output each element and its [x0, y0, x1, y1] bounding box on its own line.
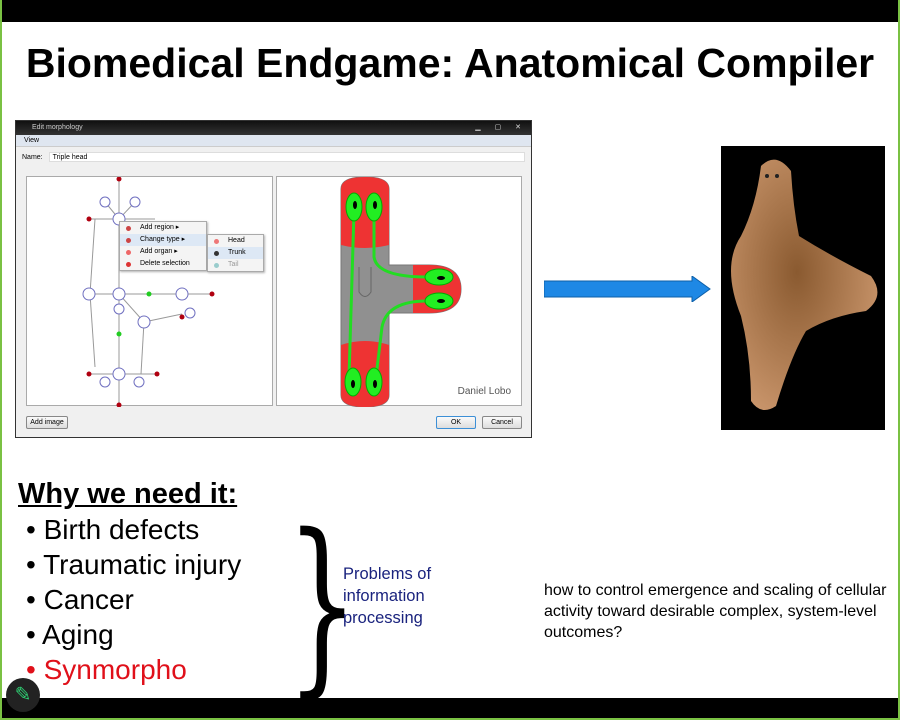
menu-label: Add region: [140, 224, 174, 231]
window-controls[interactable]: ▁ ▢ ✕: [475, 124, 527, 131]
planarian-image: [731, 159, 878, 410]
menu-item-add-region[interactable]: Add region ▸: [120, 222, 206, 234]
window-titlebar: Edit morphology ▁ ▢ ✕: [16, 121, 531, 135]
morphology-graph: [82, 176, 215, 408]
menu-label: Head: [228, 237, 245, 244]
reason-item: Aging: [26, 617, 241, 652]
menu-label: Change type: [140, 236, 180, 243]
submenu-item-tail[interactable]: Tail: [208, 259, 263, 271]
reason-item: Birth defects: [26, 512, 241, 547]
question-text: how to control emergence and scaling of …: [544, 582, 887, 641]
menu-label: Add organ: [140, 248, 173, 255]
name-label: Name:: [22, 153, 43, 161]
triple-head-morphology-illustration: [340, 176, 462, 408]
pencil-icon[interactable]: ✎: [6, 678, 40, 712]
slide-title: Biomedical Endgame: Anatomical Compiler: [25, 40, 875, 86]
context-menu: Add region ▸ Change type ▸ Add organ ▸ D…: [119, 221, 207, 271]
reason-item: Traumatic injury: [26, 547, 241, 582]
credit-label: Daniel Lobo: [457, 386, 511, 397]
edit-morphology-window: Edit morphology ▁ ▢ ✕ View Name: Triple he…: [15, 120, 532, 438]
window-title: Edit morphology: [32, 124, 83, 131]
ok-button[interactable]: OK: [436, 416, 476, 429]
add-image-button[interactable]: Add image: [26, 416, 68, 429]
why-heading: Why we need it:: [18, 478, 238, 510]
menu-view[interactable]: View: [16, 135, 531, 147]
graph-pane[interactable]: Add region ▸ Change type ▸ Add organ ▸ D…: [26, 176, 273, 408]
cancel-button[interactable]: Cancel: [482, 416, 522, 429]
menu-item-add-organ[interactable]: Add organ ▸: [120, 246, 206, 258]
curly-brace: }: [286, 494, 359, 715]
change-type-submenu: Head Trunk Tail: [207, 234, 264, 272]
problems-note: Problems of information processing: [343, 565, 432, 627]
menu-label: Trunk: [228, 249, 246, 256]
submenu-item-trunk[interactable]: Trunk: [208, 247, 263, 259]
submenu-item-head[interactable]: Head: [208, 235, 263, 247]
name-input[interactable]: Triple head: [48, 152, 525, 162]
reason-item: Cancer: [26, 582, 241, 617]
morphology-preview-pane: Daniel Lobo: [276, 176, 522, 408]
menu-label: Delete selection: [140, 260, 190, 267]
reason-item: Synmorpho: [26, 652, 241, 687]
reasons-list: Birth defects Traumatic injury Cancer Ag…: [26, 512, 241, 687]
menu-item-delete-selection[interactable]: Delete selection: [120, 258, 206, 270]
menu-label: Tail: [228, 261, 239, 268]
menu-item-change-type[interactable]: Change type ▸: [120, 234, 206, 246]
right-arrow-icon: [544, 276, 711, 302]
three-headed-planarian-photo: [721, 146, 885, 430]
